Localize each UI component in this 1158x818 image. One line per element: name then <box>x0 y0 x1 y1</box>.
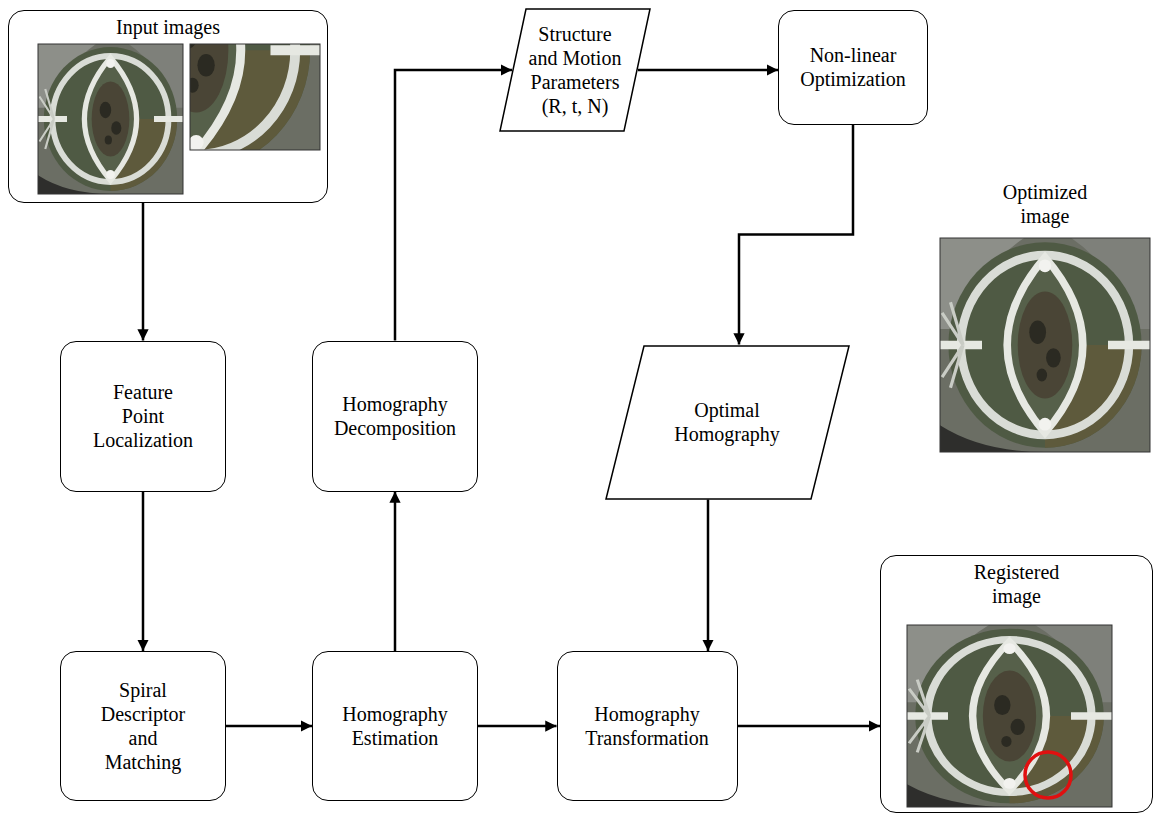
panel-heading: Input images <box>116 15 220 39</box>
flow-arrow <box>226 725 312 728</box>
flow-arrow <box>707 500 710 652</box>
flow-arrow <box>394 492 397 652</box>
node-text: Structure and Motion Parameters (R, t, N… <box>527 22 623 118</box>
input-panel: Input images <box>8 10 328 203</box>
process-box: Non-linear Optimization <box>778 10 928 125</box>
panel-heading: Registered image <box>974 560 1060 608</box>
registered-image <box>907 625 1112 807</box>
node-text: Homography Estimation <box>342 702 448 750</box>
node-text: Feature Point Localization <box>93 380 193 452</box>
node-text: Spiral Descriptor and Matching <box>101 678 185 774</box>
data-parallelogram: Optimal Homography <box>605 345 850 500</box>
process-box: Feature Point Localization <box>60 341 226 492</box>
flow-arrow <box>738 725 881 728</box>
node-text: Optimal Homography <box>674 398 780 446</box>
parallelogram-shape <box>500 9 650 131</box>
process-box: Homography Decomposition <box>312 341 478 492</box>
optimized-image <box>940 238 1150 452</box>
node-text: Homography Transformation <box>585 702 709 750</box>
parallelogram-outline <box>605 345 850 500</box>
flow-arrow <box>142 203 145 341</box>
data-parallelogram: Structure and Motion Parameters (R, t, N… <box>499 8 651 132</box>
image-frame <box>190 44 320 150</box>
node-text: Non-linear Optimization <box>798 43 908 91</box>
highlight-circle <box>1025 752 1071 798</box>
process-box: Homography Estimation <box>312 651 478 801</box>
flow-arrow <box>739 125 853 345</box>
image-frame <box>38 44 183 194</box>
input-image <box>38 44 183 194</box>
process-box: Spiral Descriptor and Matching <box>60 651 226 801</box>
output-panel: Registered image <box>880 555 1153 813</box>
flow-arrow <box>478 725 557 728</box>
parallelogram-shape <box>606 346 849 499</box>
node-text: Homography Decomposition <box>334 392 456 440</box>
flow-arrow <box>395 70 512 341</box>
process-box: Homography Transformation <box>557 651 738 801</box>
flow-arrow <box>142 492 145 652</box>
image-frame <box>940 238 1150 452</box>
input-image <box>72 0 320 175</box>
flow-arrow <box>638 69 778 72</box>
image-caption: Optimized image <box>1003 180 1087 228</box>
image-frame <box>907 625 1112 807</box>
